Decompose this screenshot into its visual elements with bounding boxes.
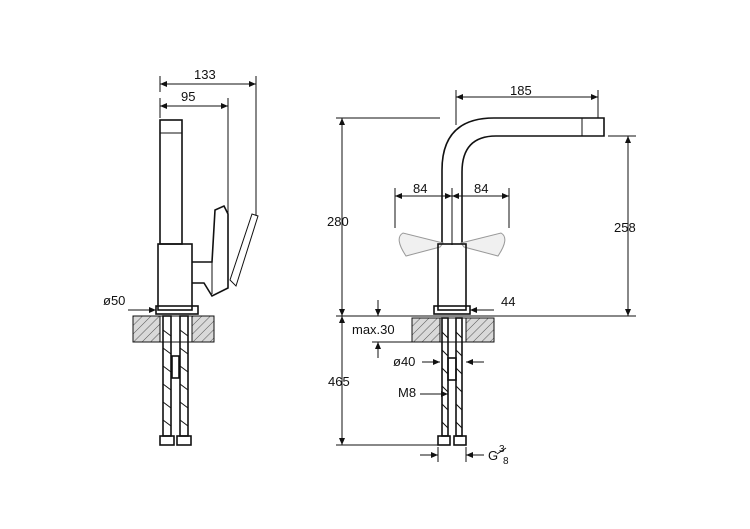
- front-body: [437, 243, 467, 311]
- dim-m8-label: M8: [398, 385, 416, 400]
- side-view: 133 95: [103, 67, 259, 446]
- dim-185-label: 185: [510, 83, 532, 98]
- dimension-thread: M8: [398, 385, 448, 400]
- dim-95-label: 95: [181, 89, 195, 104]
- side-countertop-right: [191, 315, 215, 343]
- dimension-overall-width: 133: [159, 67, 257, 215]
- dimension-hole-diameter: ø40: [393, 354, 484, 369]
- dim-84-right-label: 84: [474, 181, 488, 196]
- front-lever-right: [460, 232, 506, 257]
- dim-84-left-label: 84: [413, 181, 427, 196]
- dimension-lever-width: 95: [159, 89, 229, 230]
- dimension-base-diameter: ø50: [103, 293, 156, 313]
- dimension-connection: G 3 8: [420, 444, 509, 467]
- dimension-spout-height: 258: [608, 135, 636, 316]
- dim-280-label: 280: [327, 214, 349, 229]
- dimension-max-thickness: max.30: [352, 300, 412, 358]
- front-countertop-right: [465, 317, 495, 343]
- dim-44-label: 44: [501, 294, 515, 309]
- dim-133-label: 133: [194, 67, 216, 82]
- side-lever: [192, 204, 229, 298]
- dimension-body: 44: [470, 294, 515, 313]
- dimension-reach: 185: [455, 83, 599, 125]
- side-hoses: [159, 315, 192, 446]
- side-spout: [159, 119, 183, 245]
- dimension-hose-length: 465: [328, 316, 440, 446]
- dim-258-label: 258: [614, 220, 636, 235]
- side-lever-ghost: [229, 213, 259, 287]
- front-spout: [441, 117, 605, 244]
- dim-max30-label: max.30: [352, 322, 395, 337]
- front-countertop-left: [411, 317, 441, 343]
- front-view: 185 84 84 44 280: [327, 83, 636, 467]
- dim-465-label: 465: [328, 374, 350, 389]
- dim-g38-denominator: 8: [503, 456, 509, 467]
- dim-g38-prefix: G: [488, 448, 498, 463]
- front-hoses: [437, 317, 467, 446]
- dim-o40-label: ø40: [393, 354, 415, 369]
- dim-o50-label: ø50: [103, 293, 125, 308]
- dimension-lever-swing: 84 84: [394, 181, 510, 245]
- front-lever-left: [398, 232, 444, 257]
- dim-g38-numerator: 3: [499, 444, 505, 455]
- side-body: [157, 243, 193, 311]
- dimension-total-height: 280: [327, 117, 440, 316]
- side-countertop-left: [132, 315, 161, 343]
